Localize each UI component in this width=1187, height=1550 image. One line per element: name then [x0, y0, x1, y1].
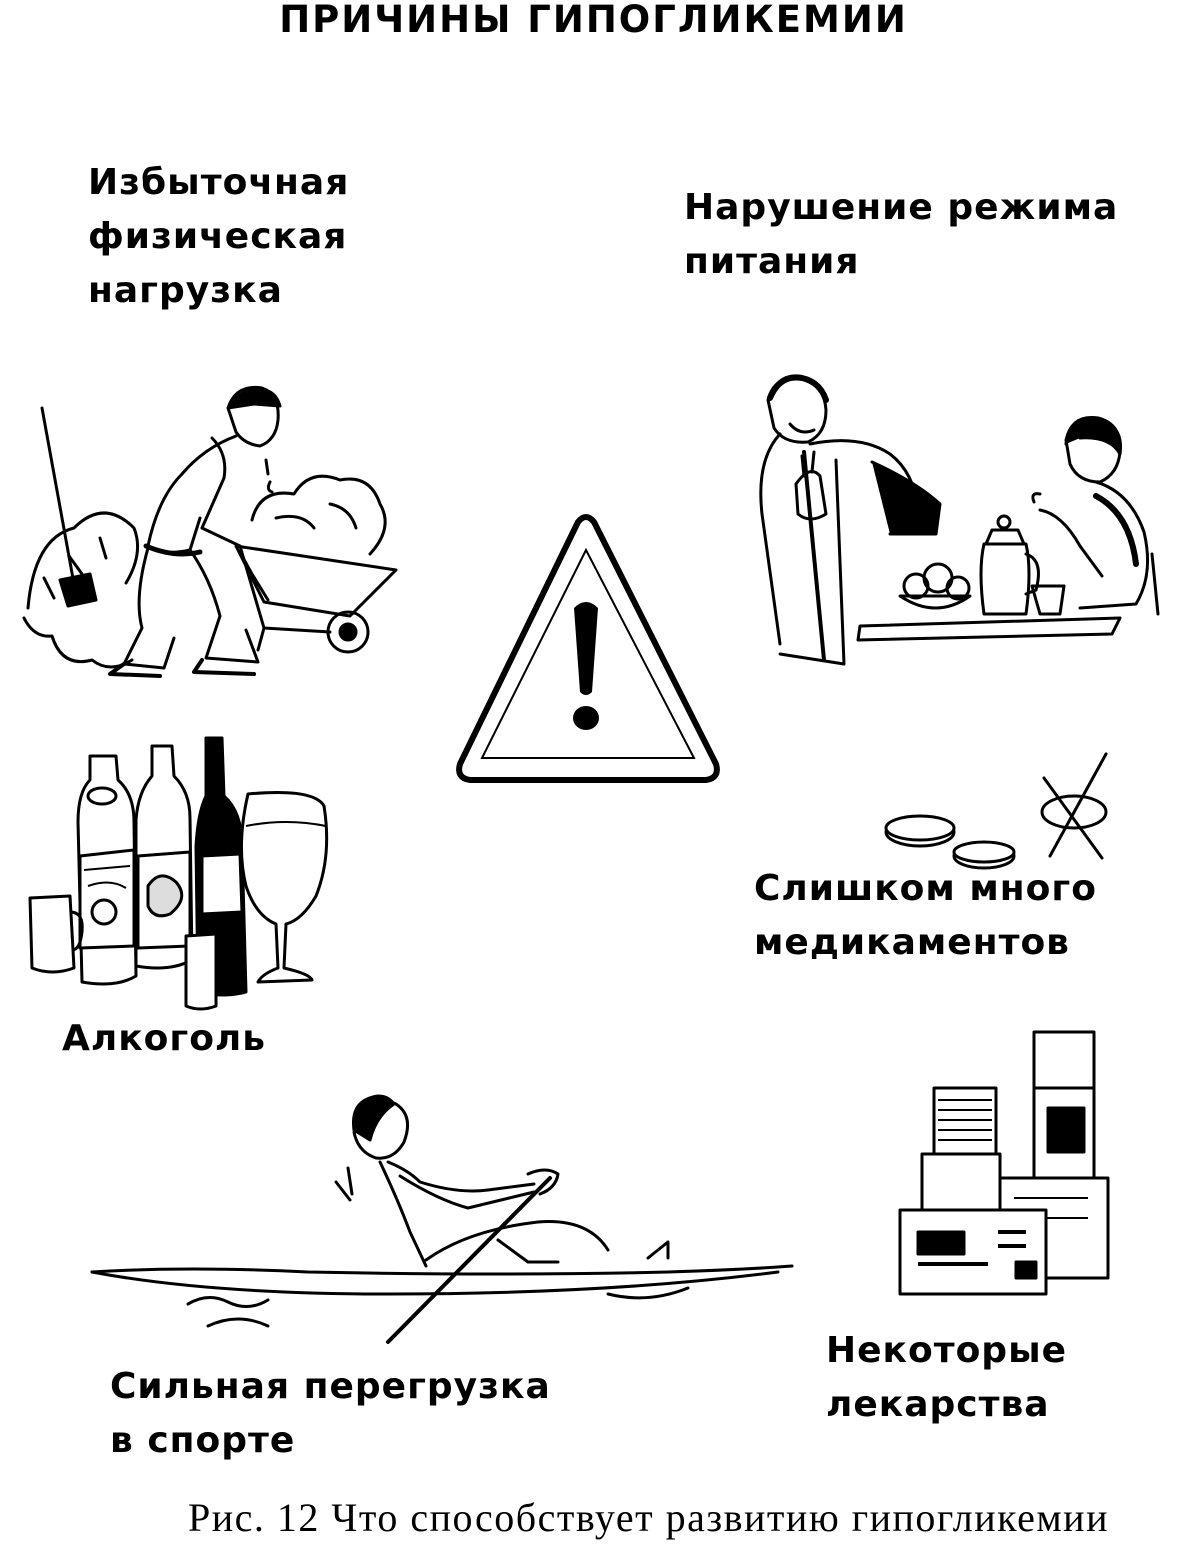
label-medication-overdose: Слишком много медикаментов: [754, 868, 1097, 963]
label-diet: Нарушение режима питания: [684, 187, 1119, 282]
label-sport: Сильная перегрузка в спорте: [110, 1366, 551, 1461]
refused-meal-icon: [740, 364, 1180, 674]
rowing-athlete-icon: [88, 1090, 800, 1340]
label-drugs: Некоторые лекарства: [826, 1330, 1068, 1425]
figure-caption: Рис. 12 Что способствует развитию гипогл…: [188, 1495, 1109, 1540]
medicine-boxes-icon: [888, 1028, 1112, 1298]
label-alcohol: Алкоголь: [62, 1018, 267, 1059]
label-exercise: Избыточная физическая нагрузка: [88, 162, 350, 311]
wheelbarrow-worker-icon: [14, 378, 414, 688]
pills-icon: [874, 748, 1114, 884]
bottles-glasses-icon: [20, 736, 340, 1012]
figure-title: ПРИЧИНЫ ГИПОГЛИКЕМИИ: [279, 0, 908, 41]
warning-triangle-icon: [440, 500, 740, 800]
